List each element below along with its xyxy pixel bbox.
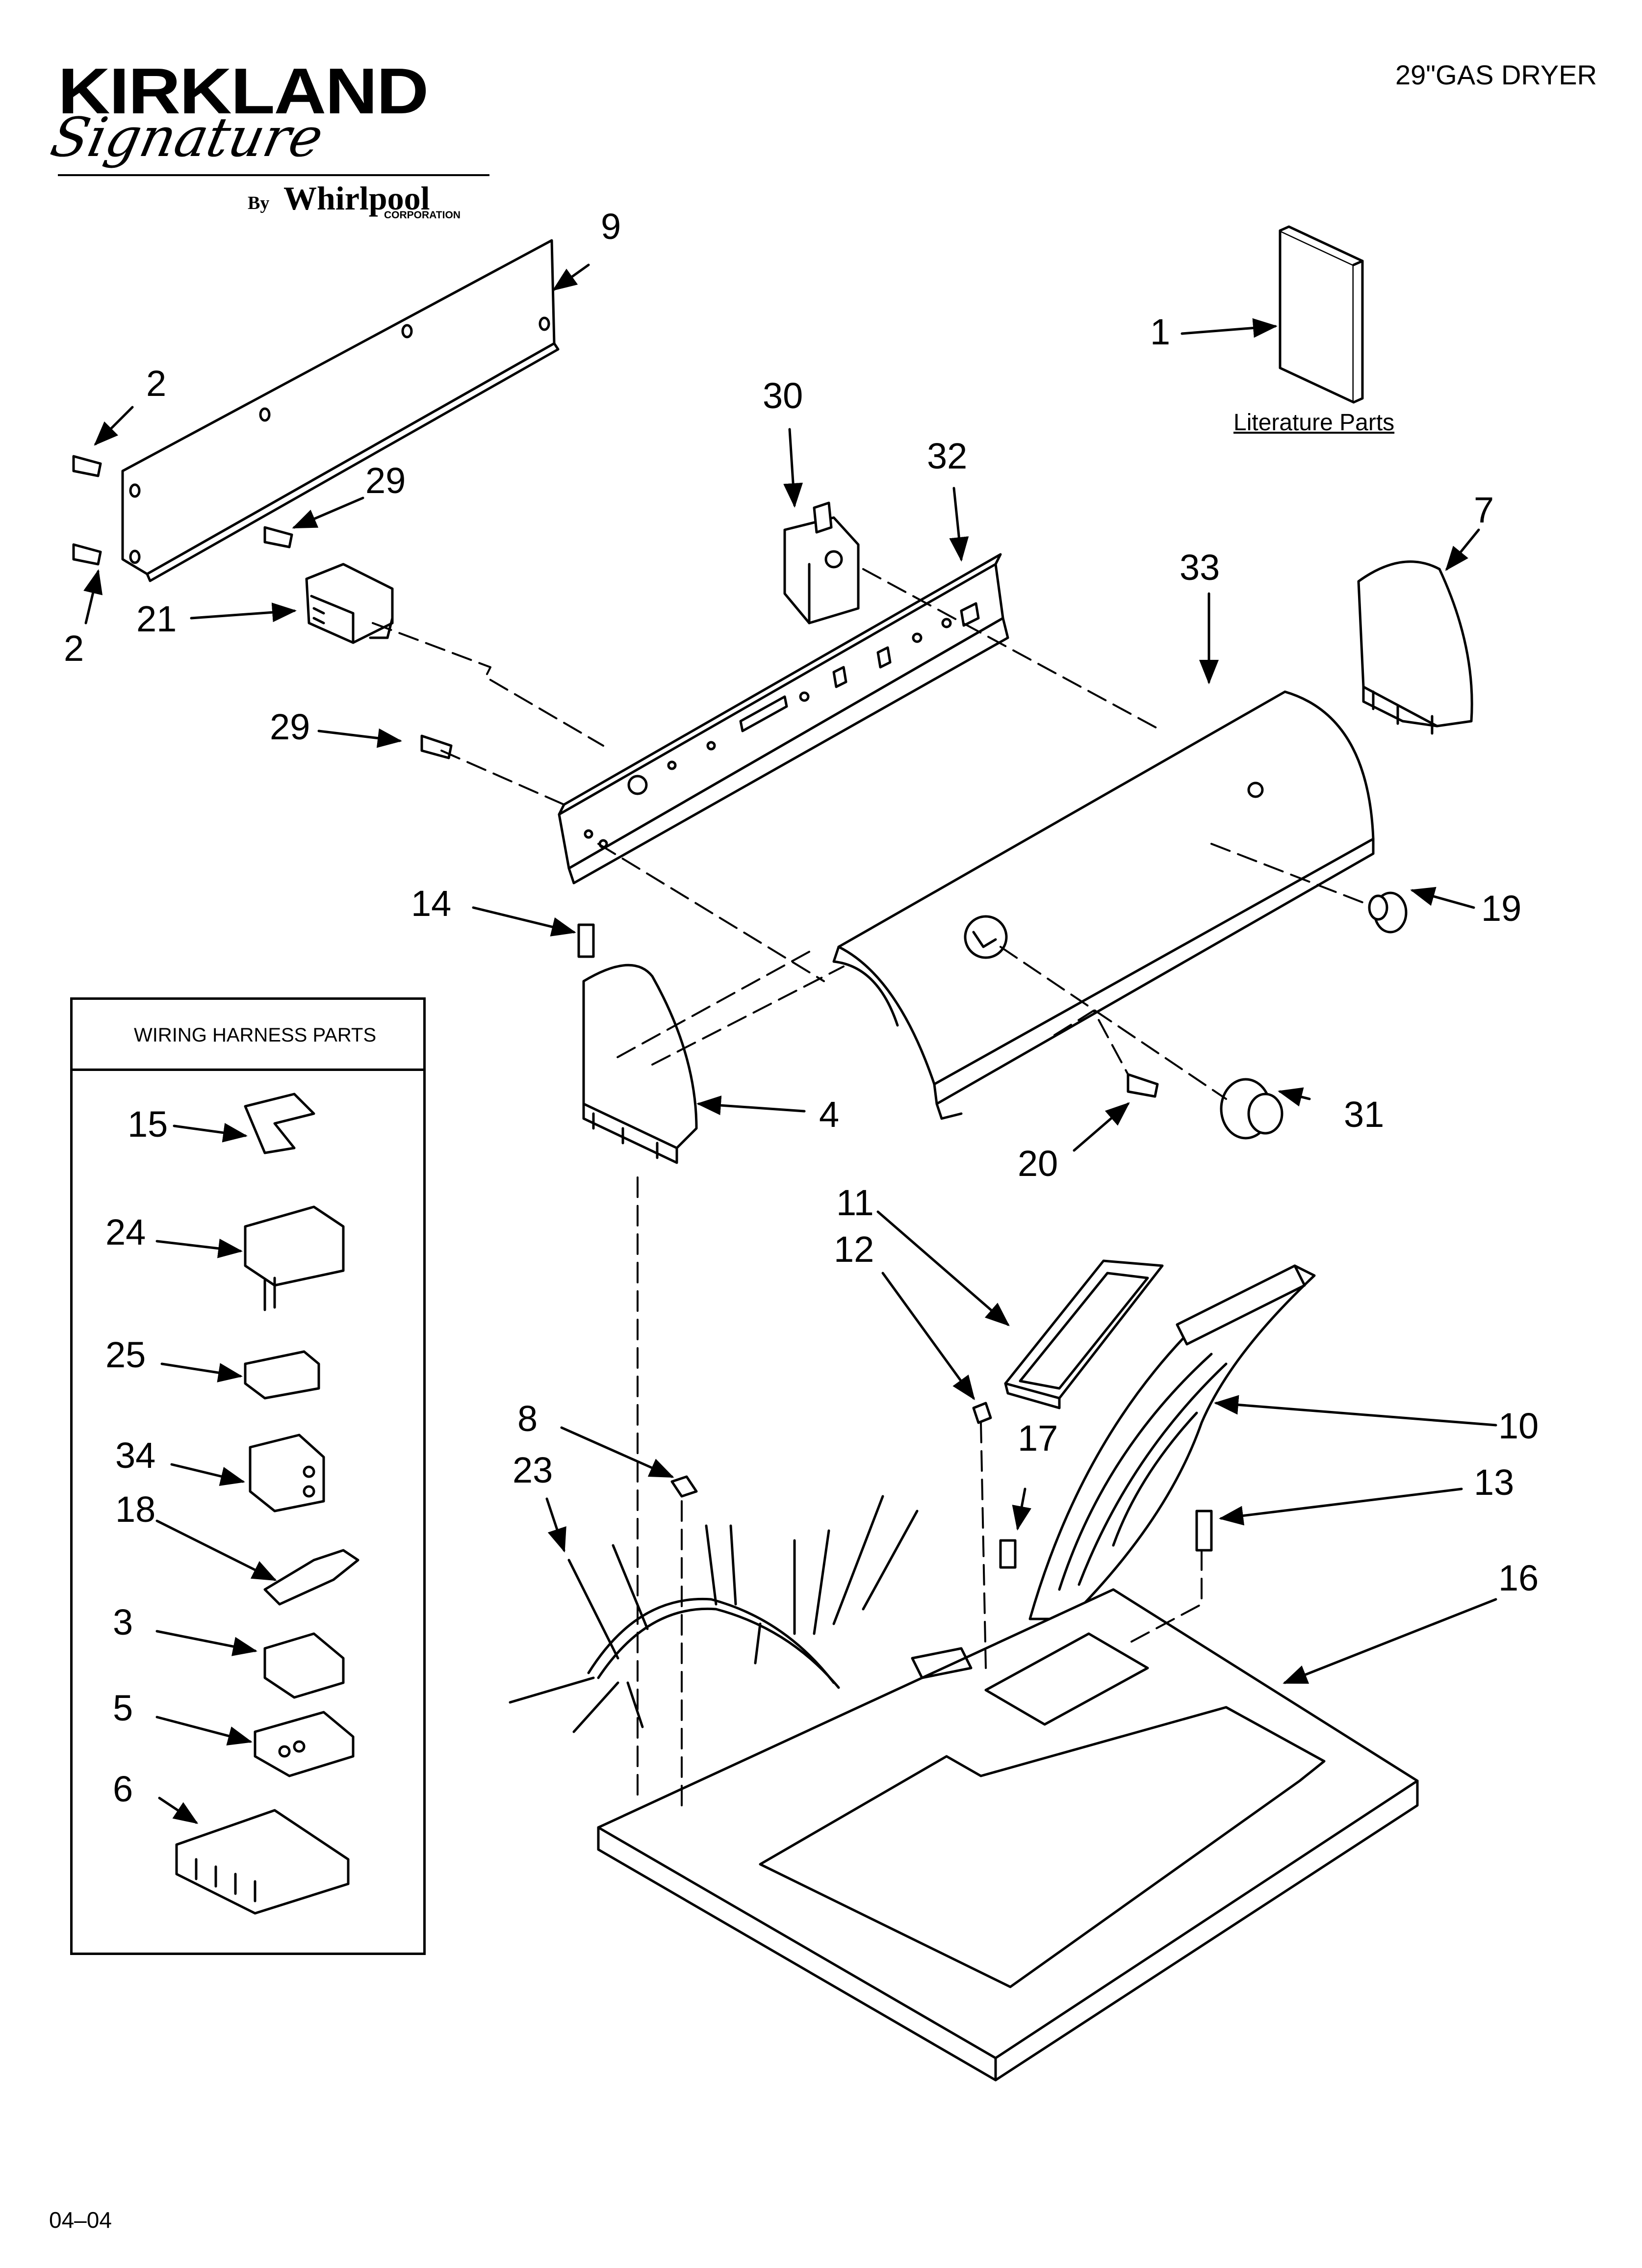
callout-19: 19 [1481,888,1522,929]
part-30-switch [783,501,860,625]
part-19-knob [1368,891,1408,934]
callout-30: 30 [763,375,803,416]
callout-29-bottom: 29 [270,706,310,747]
assembly-guide-lines [372,568,1364,1806]
harness-part-5 [254,1711,355,1777]
part-1-literature [1279,225,1364,404]
callout-25: 25 [105,1334,146,1375]
callout-33: 33 [1180,547,1220,588]
harness-part-18 [263,1549,359,1606]
part-11-lint-screen [1004,1259,1164,1409]
callout-9: 9 [601,206,621,247]
screws [72,455,1213,1569]
callout-17: 17 [1018,1418,1058,1459]
maker-sub: CORPORATION [384,209,461,221]
callout-14: 14 [411,883,452,924]
callout-1: 1 [1150,312,1171,352]
callout-2-bottom: 2 [64,628,84,669]
harness-part-34 [249,1434,325,1512]
revision-code: 04–04 [49,2207,112,2233]
callout-8: 8 [517,1398,538,1439]
callout-23: 23 [513,1450,553,1490]
callout-16: 16 [1498,1558,1539,1598]
callout-31: 31 [1344,1094,1385,1135]
harness-part-3 [263,1632,345,1699]
part-31-knob [1220,1078,1283,1140]
wiring-harness-title: WIRING HARNESS PARTS [134,1024,377,1046]
callout-29-top: 29 [365,460,406,501]
harness-part-6 [175,1809,350,1915]
callout-34: 34 [115,1435,156,1476]
by-text: By [248,193,270,213]
part-9-side-panel [121,239,560,582]
part-4-left-endcap [582,964,698,1164]
callout-18: 18 [115,1489,156,1530]
callout-24: 24 [105,1212,146,1252]
callout-6: 6 [113,1769,133,1809]
callout-leaders [83,263,1497,1824]
callout-12: 12 [834,1229,874,1270]
brand-divider [58,174,489,176]
callout-7: 7 [1474,490,1494,530]
maker-logo: Whirlpool [283,180,430,217]
part-10-lint-duct [1028,1264,1316,1620]
wiring-harness-header: WIRING HARNESS PARTS [73,1000,423,1071]
wiring-harness-box: WIRING HARNESS PARTS [70,997,426,1955]
harness-part-24 [244,1205,345,1311]
part-33-console [832,690,1375,1120]
callout-21: 21 [136,599,177,639]
part-21-timer [305,563,394,644]
callout-15: 15 [128,1104,168,1145]
callout-3: 3 [113,1602,133,1642]
part-7-right-endcap [1357,560,1473,735]
callout-20: 20 [1018,1143,1058,1184]
part-8-clip [670,1475,698,1498]
callout-13: 13 [1474,1462,1514,1503]
harness-part-25 [244,1350,320,1400]
part-16-top-panel [597,1588,1419,2082]
brand-logo: KIRKLAND [58,55,429,127]
harness-part-15 [244,1093,315,1154]
literature-parts-label: Literature Parts [1233,410,1395,436]
callout-32: 32 [927,436,968,476]
part-12-clip [972,1402,992,1424]
part-32-control-bracket [558,553,1009,885]
callout-10: 10 [1498,1406,1539,1446]
callout-11: 11 [836,1182,874,1223]
callout-2-top: 2 [146,363,167,404]
callout-5: 5 [113,1688,133,1728]
model-title: 29"GAS DRYER [1395,59,1597,90]
part-23-wire-harness [509,1495,919,1733]
callout-4: 4 [819,1094,840,1135]
